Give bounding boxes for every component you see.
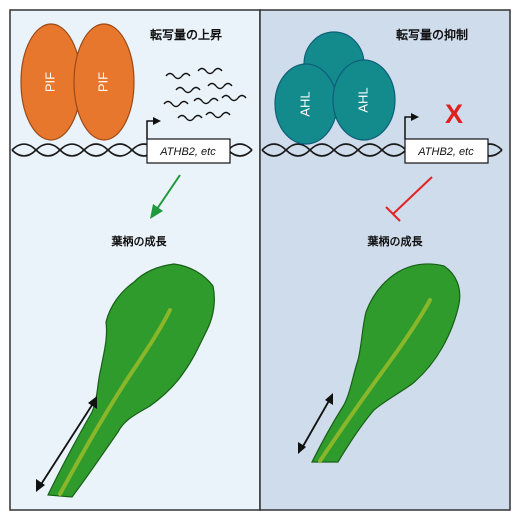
right-gene-label: ATHB2, etc	[417, 146, 474, 158]
right-length-arrow	[298, 393, 333, 454]
left-gene-label: ATHB2, etc	[159, 146, 216, 158]
pif-label-2: PIF	[95, 72, 110, 92]
right-promoter-arrow	[404, 113, 419, 139]
ahl-label-1: AHL	[297, 91, 312, 116]
left-growth-label: 葉柄の成長	[111, 234, 168, 248]
right-panel: 転写量の抑制 AHL AHL X ATHB2, etc 葉柄の成長	[261, 27, 503, 463]
left-gene-box	[146, 138, 231, 164]
repression-arrow	[385, 176, 433, 222]
ahl-right	[332, 59, 396, 141]
activation-arrow	[150, 174, 181, 219]
left-panel: 転写量の上昇 PIF PIF	[11, 23, 253, 498]
left-length-arrow	[36, 396, 97, 492]
transcript-squiggles	[163, 67, 247, 122]
left-promoter-arrow	[146, 117, 161, 139]
pif-protein-left: PIF	[20, 23, 82, 141]
right-leaf	[311, 263, 461, 463]
right-growth-label: 葉柄の成長	[367, 234, 424, 248]
pif-label-1: PIF	[42, 72, 57, 92]
right-panel-title: 転写量の抑制	[396, 27, 468, 42]
left-panel-title: 転写量の上昇	[150, 27, 222, 42]
ahl-protein-cluster: AHL AHL	[274, 31, 396, 145]
left-leaf	[47, 263, 215, 498]
right-gene-box	[404, 138, 489, 164]
repression-x-mark: X	[445, 99, 463, 129]
ahl-label-2: AHL	[355, 87, 370, 112]
pif-protein-right: PIF	[73, 23, 135, 141]
